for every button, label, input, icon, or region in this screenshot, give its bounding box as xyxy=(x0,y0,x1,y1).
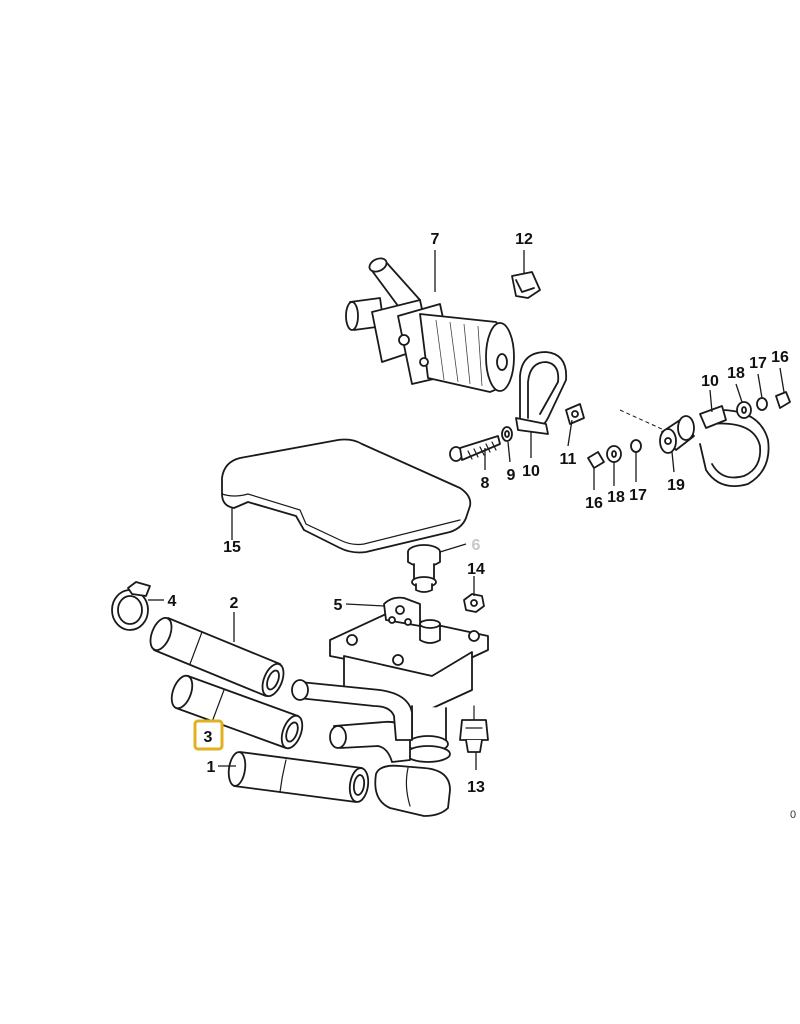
rubber-mount-part-19[interactable] xyxy=(659,415,695,454)
label-14: 14 xyxy=(467,561,485,578)
hose-elbow-lower[interactable] xyxy=(374,764,451,817)
lock-washer-part-17-right[interactable] xyxy=(756,397,768,411)
hose-part-2[interactable] xyxy=(146,615,287,699)
label-10-center: 10 xyxy=(522,463,540,480)
washer-part-9[interactable] xyxy=(501,426,513,442)
label-10-right: 10 xyxy=(701,373,719,390)
hose-part-3[interactable] xyxy=(168,673,307,751)
hose-clamp-part-4[interactable] xyxy=(111,581,151,631)
mount-part-13[interactable] xyxy=(459,705,489,753)
label-16-left: 16 xyxy=(585,495,603,512)
diagram-code: 0 xyxy=(790,809,796,821)
nut-part-16-right[interactable] xyxy=(775,391,791,409)
water-pump-part-7[interactable] xyxy=(345,256,515,393)
label-12: 12 xyxy=(515,231,533,248)
label-4: 4 xyxy=(168,593,177,610)
label-15: 15 xyxy=(223,539,241,556)
nut-part-11[interactable] xyxy=(565,403,585,425)
cover-part-15[interactable] xyxy=(221,438,472,554)
label-19: 19 xyxy=(667,477,685,494)
label-8: 8 xyxy=(481,475,490,492)
nut-part-16-left[interactable] xyxy=(587,451,605,469)
highlight-box xyxy=(193,719,224,751)
washer-part-18-left[interactable] xyxy=(606,445,622,463)
band-clamp-part-10[interactable] xyxy=(515,351,568,435)
fitting-part-6[interactable] xyxy=(407,544,441,593)
label-13: 13 xyxy=(467,779,485,796)
washer-part-18-right[interactable] xyxy=(736,401,752,419)
hose-elbow-top[interactable] xyxy=(291,679,413,741)
label-7: 7 xyxy=(431,231,440,248)
clip-part-12[interactable] xyxy=(511,271,541,299)
label-17-right: 17 xyxy=(749,355,767,372)
label-18-right: 18 xyxy=(727,365,745,382)
label-11: 11 xyxy=(560,451,577,468)
label-17-left: 17 xyxy=(629,487,647,504)
bolt-part-8[interactable] xyxy=(449,435,501,462)
nut-part-14[interactable] xyxy=(463,593,485,613)
label-16-right: 16 xyxy=(771,349,789,366)
label-5: 5 xyxy=(334,597,343,614)
label-3-highlighted[interactable]: 3 xyxy=(204,729,213,746)
hose-part-1[interactable] xyxy=(227,751,371,803)
label-1: 1 xyxy=(207,759,216,776)
label-9: 9 xyxy=(507,467,516,484)
label-6: 6 xyxy=(472,537,481,554)
label-18-left: 18 xyxy=(607,489,625,506)
lock-washer-part-17-left[interactable] xyxy=(630,439,642,453)
label-2: 2 xyxy=(230,595,239,612)
band-clamp-part-10-right[interactable] xyxy=(699,405,770,488)
hose-elbow-upper[interactable] xyxy=(329,720,411,763)
